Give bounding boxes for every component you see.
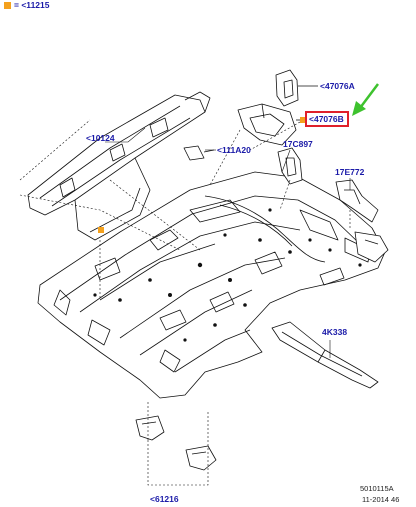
footer-date: 11-2014 46 [362, 495, 400, 504]
callout-47076A[interactable]: <47076A [320, 81, 355, 91]
callout-111A20[interactable]: <111A20 [217, 145, 251, 155]
callout-4K338[interactable]: 4K338 [322, 327, 348, 337]
callout-17E772[interactable]: 17E772 [335, 167, 365, 177]
bracket-47076A [275, 69, 318, 107]
callout-highlight-box [305, 111, 349, 127]
orange-markers [98, 117, 306, 233]
callout-17C897[interactable]: 17C897 [283, 139, 313, 149]
front-rail-10124 [27, 91, 211, 241]
legend-marker-icon [4, 2, 11, 9]
green-arrow-icon [352, 83, 379, 116]
dashed-leaders [19, 119, 351, 486]
orange-marker-floor [98, 227, 104, 233]
legend-ref[interactable]: <11215 [21, 0, 50, 10]
crossmember-4K338 [271, 321, 379, 389]
bracket-17E772 [335, 179, 379, 223]
leader-lines [105, 127, 351, 358]
brackets-61216 [135, 415, 217, 471]
legend: = <11215 [4, 0, 49, 10]
rear-rail-end [354, 231, 389, 263]
footer-code: 5010115A [360, 484, 394, 493]
floor-holes [93, 208, 362, 342]
part-111A20 [183, 145, 215, 161]
legend-symbol: = [14, 0, 19, 10]
orange-marker-47076B [300, 117, 306, 123]
callout-61216[interactable]: <61216 [150, 494, 179, 504]
bracket-47076B [237, 103, 305, 146]
callout-47076B[interactable]: <47076B [309, 114, 344, 124]
callout-10124[interactable]: <10124 [86, 133, 115, 143]
